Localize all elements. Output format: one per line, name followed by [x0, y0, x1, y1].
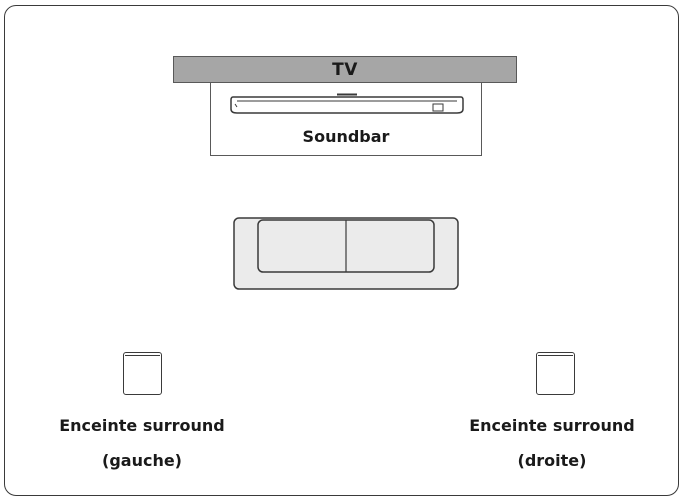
- right-speaker-label-line2: (droite): [517, 451, 587, 470]
- left-speaker-label-line1: Enceinte surround: [59, 416, 225, 435]
- left-surround-speaker-icon: [123, 352, 162, 395]
- right-surround-speaker-icon: [536, 352, 575, 395]
- left-speaker-label-line2: (gauche): [102, 451, 182, 470]
- soundbar-icon: [230, 93, 464, 114]
- tv: TV: [173, 56, 517, 83]
- soundbar-area: Soundbar: [210, 83, 482, 156]
- sofa-icon: [233, 217, 459, 290]
- tv-label: TV: [332, 59, 358, 80]
- right-speaker-label-line1: Enceinte surround: [469, 416, 635, 435]
- right-speaker-label: Enceinte surround (droite): [442, 408, 662, 478]
- left-speaker-label: Enceinte surround (gauche): [32, 408, 252, 478]
- soundbar-label: Soundbar: [302, 127, 390, 146]
